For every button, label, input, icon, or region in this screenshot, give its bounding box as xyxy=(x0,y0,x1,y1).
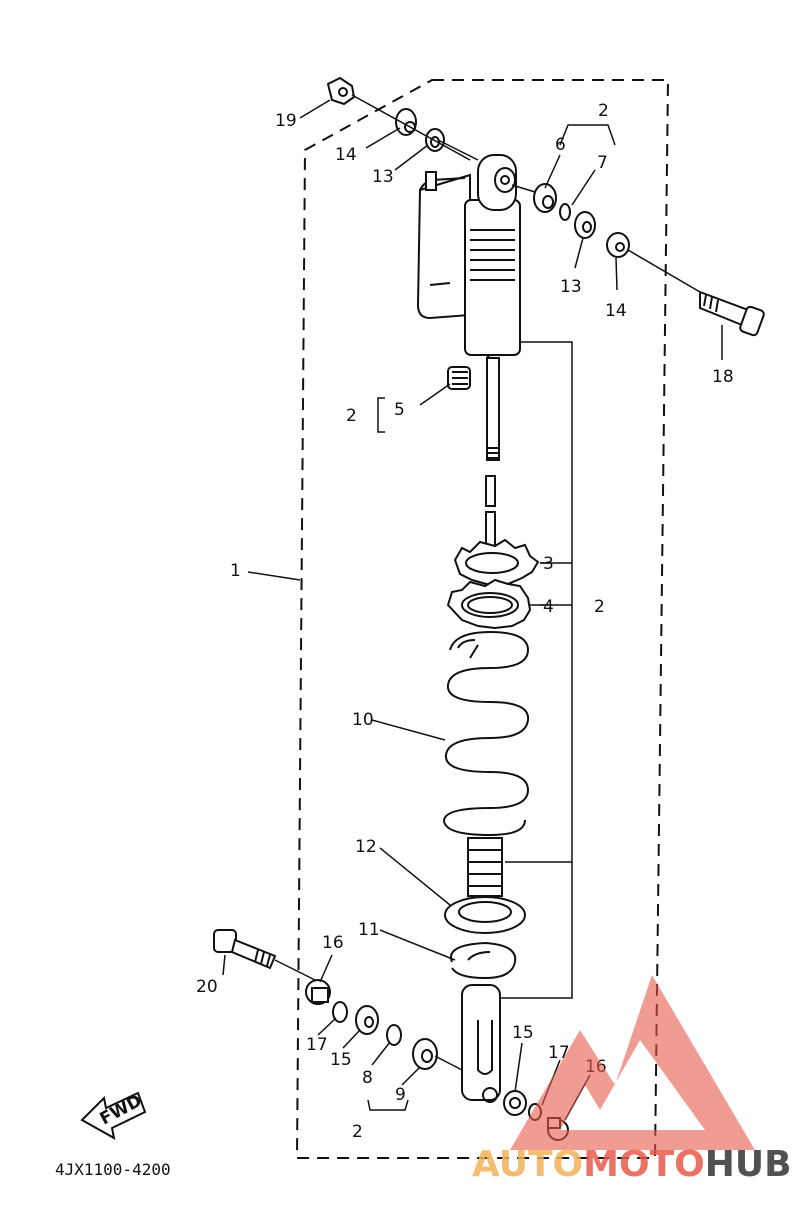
callout-11: 11 xyxy=(358,920,380,940)
callout-16-left: 16 xyxy=(322,933,344,953)
watermark-auto: AUTO xyxy=(472,1144,583,1185)
callout-13-top: 13 xyxy=(372,167,394,187)
watermark-moto: MOTO xyxy=(583,1144,705,1185)
oil-seal-15-right xyxy=(503,1090,527,1116)
leader-lines xyxy=(222,99,723,1121)
assembly-boundary xyxy=(295,79,670,1159)
callout-20: 20 xyxy=(196,977,218,997)
reservoir xyxy=(416,171,471,320)
callout-14-top: 14 xyxy=(335,145,357,165)
bearing-9 xyxy=(412,1038,438,1070)
callout-12: 12 xyxy=(355,837,377,857)
damper-body xyxy=(464,154,521,362)
spring xyxy=(442,630,530,837)
callout-14-right: 14 xyxy=(605,301,627,321)
fwd-arrow-icon xyxy=(80,1091,147,1140)
bolt-19 xyxy=(326,76,356,106)
bracket-8-9 xyxy=(367,1099,409,1111)
callout-13-right: 13 xyxy=(560,277,582,297)
axis-line-top xyxy=(351,94,701,293)
callout-19: 19 xyxy=(275,111,297,131)
callout-10: 10 xyxy=(352,710,374,730)
piston-rod xyxy=(486,357,500,461)
svg-text:AUTOMOTOHUB: AUTOMOTOHUB xyxy=(472,1144,792,1185)
circlip-17-left xyxy=(332,1001,348,1023)
collar-16-left xyxy=(305,979,331,1005)
callout-15-right: 15 xyxy=(512,1023,534,1043)
bracket-2 xyxy=(500,341,573,999)
pin-upper xyxy=(485,475,496,507)
watermark-triangle-icon xyxy=(510,975,755,1150)
callout-4: 4 xyxy=(543,597,554,617)
bolt-18 xyxy=(699,290,765,337)
lower-eye xyxy=(461,984,501,1103)
lock-nut xyxy=(453,538,540,587)
callout-7: 7 xyxy=(597,153,608,173)
callout-15-left: 15 xyxy=(330,1050,352,1070)
spring-stopper xyxy=(449,941,517,980)
adjusting-nut xyxy=(446,578,532,630)
callout-2-right: 2 xyxy=(594,597,605,617)
circlip-7 xyxy=(559,203,571,221)
nut-5 xyxy=(447,366,471,390)
callout-2-top: 2 xyxy=(598,101,609,121)
bolt-20 xyxy=(213,929,277,970)
oil-seal-13-right xyxy=(574,211,596,239)
bracket-6-7 xyxy=(559,124,616,146)
axis-line-bottom xyxy=(274,959,463,1071)
part-code: 4JX1100-4200 xyxy=(55,1160,171,1179)
callout-5: 5 xyxy=(394,400,405,420)
watermark-logo: AUTOMOTOHUB xyxy=(472,975,792,1185)
collar-14-top xyxy=(395,108,417,136)
watermark-hub: HUB xyxy=(705,1144,792,1185)
callout-18: 18 xyxy=(712,367,734,387)
callout-6: 6 xyxy=(555,135,566,155)
bearing-6 xyxy=(533,183,557,213)
callout-8: 8 xyxy=(362,1068,373,1088)
callout-2-left: 2 xyxy=(346,406,357,426)
callout-1: 1 xyxy=(230,561,241,581)
collar-14-right xyxy=(606,232,630,258)
circlip-8 xyxy=(386,1024,402,1046)
spring-guide xyxy=(467,837,503,897)
callout-17-left: 17 xyxy=(306,1035,328,1055)
oil-seal-15-left xyxy=(355,1005,379,1035)
callout-2-bottom: 2 xyxy=(352,1122,363,1142)
callout-9: 9 xyxy=(395,1085,406,1105)
bracket-5 xyxy=(377,397,385,433)
callout-3: 3 xyxy=(543,554,554,574)
spring-seat xyxy=(444,896,526,934)
